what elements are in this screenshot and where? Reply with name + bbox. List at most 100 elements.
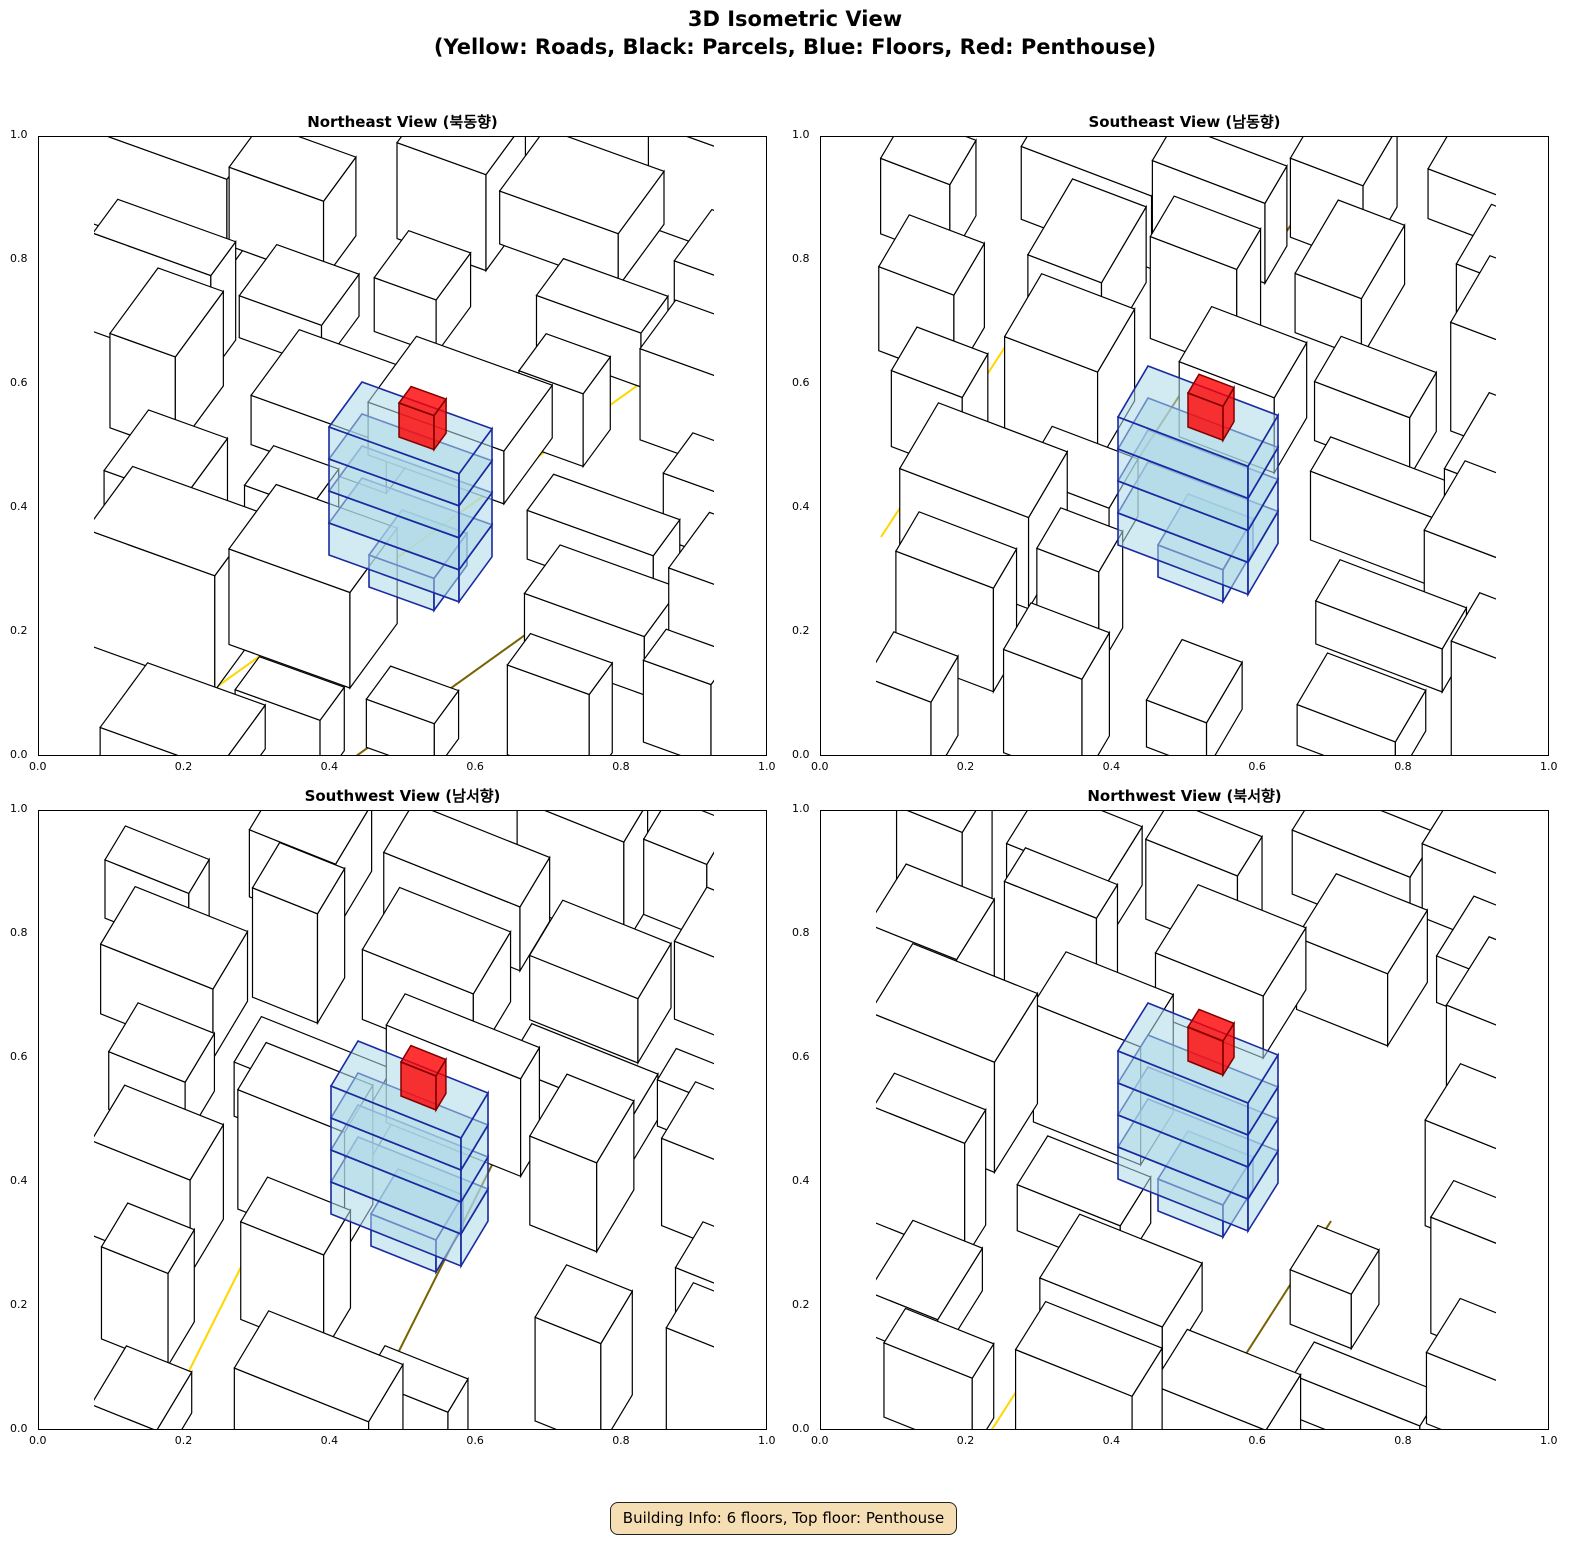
x-tick-label: 0.8 bbox=[612, 1434, 630, 1447]
parcel-building bbox=[642, 628, 714, 686]
x-tick-label: 0.0 bbox=[29, 760, 47, 773]
isometric-scene bbox=[94, 137, 714, 755]
parcel-building bbox=[1497, 811, 1538, 947]
parcel-building bbox=[1455, 203, 1496, 280]
x-tick-label: 0.2 bbox=[174, 760, 193, 773]
parcel-building bbox=[109, 267, 225, 358]
parcel-building bbox=[673, 886, 714, 958]
y-tick-label: 0.8 bbox=[792, 926, 810, 939]
building-info-box: Building Info: 6 floors, Top floor: Pent… bbox=[610, 1502, 957, 1535]
parcel-building bbox=[1429, 1179, 1496, 1244]
parcel-building bbox=[94, 1084, 225, 1181]
y-tick-label: 0.2 bbox=[792, 1298, 810, 1311]
parcel-building bbox=[1294, 199, 1406, 300]
parcel-building bbox=[1421, 811, 1496, 874]
parcel-building bbox=[544, 811, 644, 843]
parcel-building bbox=[710, 679, 714, 755]
y-tick-label: 0.6 bbox=[792, 376, 810, 389]
parcel-building bbox=[373, 229, 472, 301]
penthouse-block bbox=[399, 1044, 447, 1077]
x-tick-label: 0.8 bbox=[1394, 1434, 1412, 1447]
parcel-building bbox=[233, 1310, 404, 1423]
y-tick-label: 0.8 bbox=[10, 252, 28, 265]
y-tick-label: 0.6 bbox=[10, 376, 28, 389]
parcel-building bbox=[1003, 847, 1119, 919]
y-tick-label: 0.4 bbox=[792, 1174, 810, 1187]
x-tick-label: 0.6 bbox=[1248, 1434, 1266, 1447]
x-tick-label: 0.6 bbox=[466, 760, 484, 773]
panel-title-northwest: Northwest View (북서향) bbox=[1087, 787, 1282, 805]
isometric-scene bbox=[876, 137, 1548, 755]
x-tick-label: 0.2 bbox=[956, 1434, 975, 1447]
isometric-scene bbox=[94, 811, 766, 1429]
y-tick-label: 1.0 bbox=[10, 802, 28, 815]
parcel-building bbox=[1289, 137, 1393, 187]
parcel-building bbox=[99, 662, 267, 755]
parcel-building bbox=[107, 137, 259, 181]
y-tick-label: 0.6 bbox=[792, 1050, 810, 1063]
x-tick-label: 1.0 bbox=[758, 760, 776, 773]
parcel-building bbox=[639, 299, 714, 376]
parcel-building bbox=[1003, 272, 1136, 373]
parcel-building bbox=[883, 1307, 995, 1379]
parcel-building bbox=[1498, 1207, 1521, 1360]
x-tick-label: 0.2 bbox=[956, 760, 975, 773]
y-tick-label: 0.4 bbox=[792, 500, 810, 513]
parcel-building bbox=[238, 243, 360, 327]
penthouse-block bbox=[1186, 1008, 1236, 1042]
parcel-building bbox=[1450, 640, 1496, 755]
penthouse-block bbox=[1186, 373, 1236, 408]
parcel-building bbox=[1314, 558, 1468, 650]
parcel-building bbox=[667, 511, 714, 585]
y-tick-label: 0.8 bbox=[792, 252, 810, 265]
parcel-building bbox=[898, 402, 1069, 519]
x-tick-label: 0.0 bbox=[811, 760, 829, 773]
parcel-building bbox=[528, 1073, 635, 1164]
y-tick-label: 1.0 bbox=[792, 128, 810, 141]
parcel-building bbox=[1527, 500, 1548, 677]
parcel-building bbox=[1450, 592, 1496, 659]
parcel-building bbox=[1524, 968, 1548, 1153]
parcel-building bbox=[1445, 936, 1496, 1026]
parcel-building bbox=[757, 1120, 766, 1264]
parcel-building bbox=[758, 1319, 766, 1429]
parcel-building bbox=[686, 137, 714, 147]
y-tick-label: 0.6 bbox=[10, 1050, 28, 1063]
parcel-building bbox=[876, 863, 996, 961]
parcel-building bbox=[647, 137, 714, 251]
parcel-building bbox=[94, 1345, 193, 1429]
x-tick-label: 0.8 bbox=[1394, 760, 1412, 773]
parcel-building bbox=[660, 1137, 714, 1248]
y-tick-label: 0.0 bbox=[792, 748, 810, 761]
parcel-building bbox=[764, 1091, 766, 1169]
parcel-building bbox=[528, 899, 672, 1000]
parcel-building bbox=[1423, 460, 1496, 559]
x-tick-label: 0.6 bbox=[466, 1434, 484, 1447]
parcel-building bbox=[234, 655, 346, 722]
parcel-building bbox=[100, 1202, 196, 1275]
y-tick-label: 0.2 bbox=[10, 1298, 28, 1311]
parcel-building bbox=[1154, 883, 1307, 997]
parcel-building bbox=[251, 841, 346, 915]
parcel-building bbox=[877, 214, 986, 296]
parcel-building bbox=[1424, 1062, 1496, 1150]
panel-southeast-view bbox=[820, 136, 1549, 756]
parcel-building bbox=[1425, 1351, 1496, 1429]
parcel-building bbox=[674, 1221, 714, 1284]
parcel-building bbox=[534, 1264, 634, 1345]
parcel-building bbox=[890, 326, 989, 399]
parcel-building bbox=[665, 1326, 714, 1429]
x-tick-label: 0.0 bbox=[29, 1434, 47, 1447]
panel-southwest-view bbox=[38, 810, 767, 1430]
parcel-building bbox=[876, 631, 959, 703]
y-tick-label: 0.8 bbox=[10, 926, 28, 939]
x-tick-label: 1.0 bbox=[1540, 760, 1558, 773]
parcel-building bbox=[99, 885, 249, 990]
parcel-building bbox=[1145, 638, 1244, 724]
parcel-building bbox=[1149, 195, 1262, 271]
parcel-building bbox=[1151, 137, 1288, 205]
y-tick-label: 0.2 bbox=[792, 624, 810, 637]
parcel-building bbox=[1532, 287, 1548, 462]
figure-title: 3D Isometric View bbox=[687, 7, 903, 31]
parcel-building bbox=[526, 473, 681, 557]
